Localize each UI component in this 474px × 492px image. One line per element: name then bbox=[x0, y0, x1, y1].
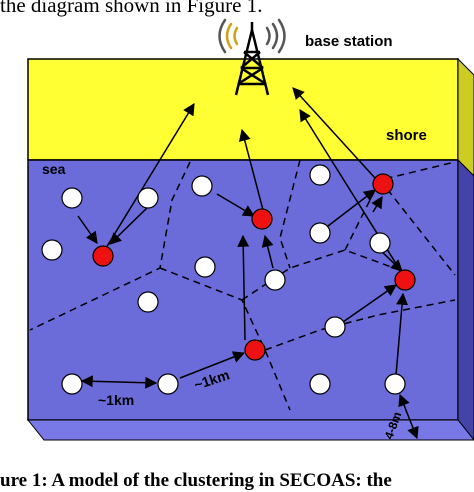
sensor-node bbox=[157, 373, 179, 395]
top-caption-text: the diagram shown in Figure 1. bbox=[0, 0, 263, 17]
cluster-head-node bbox=[92, 245, 114, 267]
sea-side-region bbox=[457, 158, 474, 441]
sensor-node bbox=[369, 232, 391, 254]
sea-label: sea bbox=[42, 161, 66, 177]
distance-label-1: ~1km bbox=[98, 392, 134, 408]
base-station-label: base station bbox=[305, 33, 393, 50]
cluster-head-node bbox=[244, 339, 266, 361]
antenna-tower-icon bbox=[234, 22, 270, 96]
bottom-caption-text: ure 1: A model of the clustering in SECO… bbox=[0, 470, 392, 491]
sensor-node bbox=[137, 187, 159, 209]
sensor-node bbox=[309, 222, 331, 244]
sensor-node bbox=[384, 373, 406, 395]
shore-top-region bbox=[27, 58, 459, 161]
sensor-node bbox=[191, 175, 213, 197]
sensor-node bbox=[264, 269, 286, 291]
cluster-head-node bbox=[372, 173, 394, 195]
sea-front-region bbox=[26, 419, 474, 441]
sensor-node bbox=[194, 256, 216, 278]
shore-side-region bbox=[457, 57, 474, 177]
cluster-head-node bbox=[394, 269, 416, 291]
communication-arrows bbox=[77, 87, 409, 379]
sensor-node bbox=[309, 164, 331, 186]
sensor-node bbox=[61, 373, 83, 395]
shore-label: shore bbox=[386, 127, 427, 144]
cluster-head-node bbox=[251, 208, 273, 230]
sensor-node bbox=[324, 316, 346, 338]
distance-arrows bbox=[80, 375, 419, 440]
sensor-node bbox=[309, 373, 331, 395]
sensor-node bbox=[61, 187, 83, 209]
radio-signal-icon bbox=[218, 18, 286, 54]
cluster-head-nodes bbox=[92, 173, 416, 361]
sensor-node bbox=[137, 291, 159, 313]
sensor-node bbox=[41, 239, 63, 261]
sensor-nodes bbox=[41, 164, 406, 395]
